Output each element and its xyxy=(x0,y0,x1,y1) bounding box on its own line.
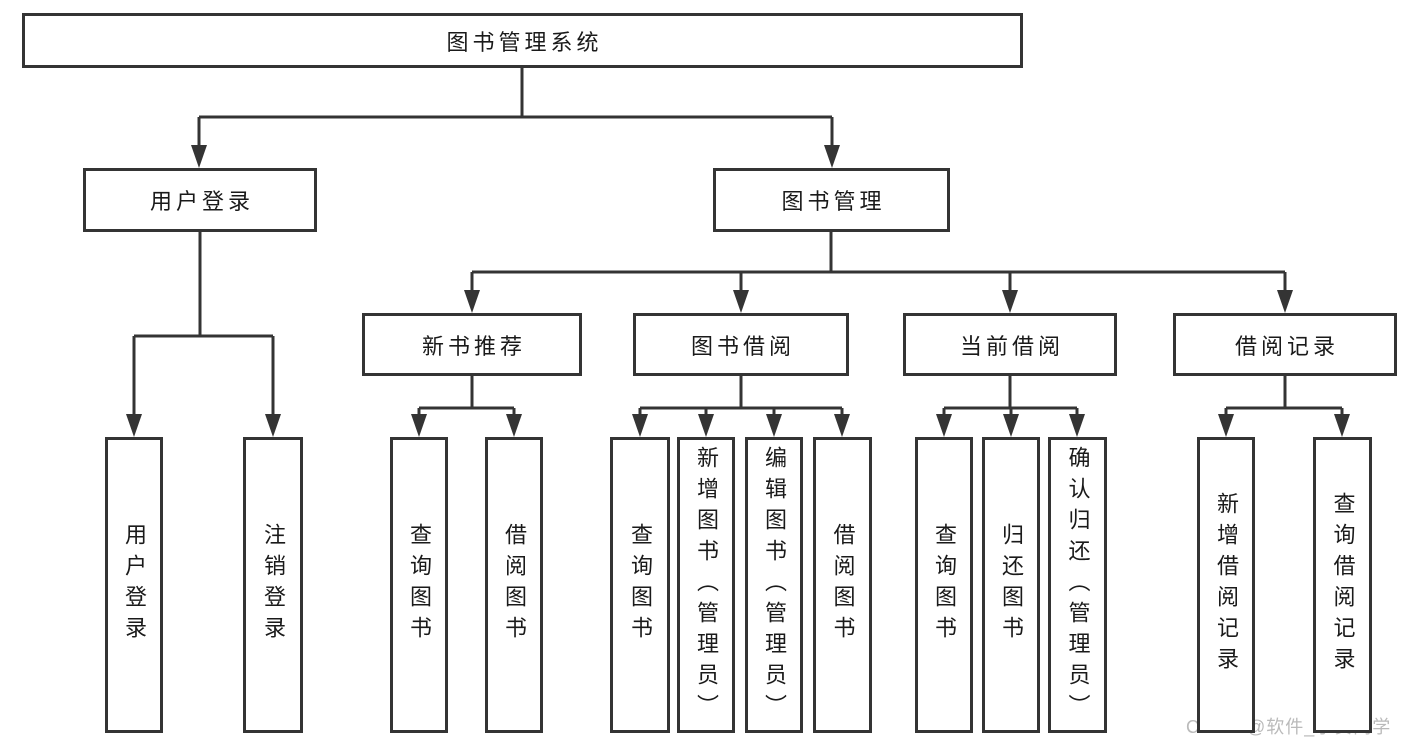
node-label: 图书管理系统 xyxy=(446,29,603,55)
node-label: 查询图书 xyxy=(628,523,653,647)
arrowhead-icon xyxy=(766,414,782,437)
arrowhead-icon xyxy=(1277,290,1293,313)
arrowhead-icon xyxy=(1334,414,1350,437)
node-leaf-user-login: 用户登录 xyxy=(105,437,163,733)
node-label: 新增图书（管理员） xyxy=(694,445,719,725)
arrowhead-icon xyxy=(1002,290,1018,313)
arrowhead-icon xyxy=(464,290,480,313)
node-label: 用户登录 xyxy=(149,189,254,214)
node-leaf-add-borrow-record: 新增借阅记录 xyxy=(1197,437,1255,733)
node-leaf-query-borrow-record: 查询借阅记录 xyxy=(1313,437,1372,733)
node-leaf-return-book: 归还图书 xyxy=(982,437,1040,733)
arrowhead-icon xyxy=(1218,414,1234,437)
node-book-borrow: 图书借阅 xyxy=(633,313,849,376)
node-label: 借阅图书 xyxy=(830,523,856,647)
node-leaf-borrow-book-2: 借阅图书 xyxy=(813,437,872,733)
arrowhead-icon xyxy=(733,290,749,313)
node-label: 确认归还（管理员） xyxy=(1065,445,1091,725)
node-leaf-query-book-3: 查询图书 xyxy=(915,437,973,733)
node-label: 查询图书 xyxy=(932,523,957,647)
node-label: 图书借阅 xyxy=(690,333,795,359)
node-book-mgmt: 图书管理 xyxy=(713,168,950,232)
node-label: 注销登录 xyxy=(261,523,286,647)
arrowhead-icon xyxy=(1069,414,1085,437)
arrowhead-icon xyxy=(824,145,840,168)
node-leaf-query-book-2: 查询图书 xyxy=(610,437,670,733)
node-leaf-borrow-book-1: 借阅图书 xyxy=(485,437,543,733)
node-current-borrow: 当前借阅 xyxy=(903,313,1117,376)
node-label: 借阅记录 xyxy=(1234,333,1339,359)
node-label: 当前借阅 xyxy=(959,333,1064,359)
node-leaf-edit-book: 编辑图书（管理员） xyxy=(745,437,803,733)
node-label: 查询图书 xyxy=(407,523,432,647)
arrowhead-icon xyxy=(698,414,714,437)
arrowhead-icon xyxy=(506,414,522,437)
node-borrow-records: 借阅记录 xyxy=(1173,313,1397,376)
node-label: 用户登录 xyxy=(122,523,147,647)
node-root: 图书管理系统 xyxy=(22,13,1023,68)
node-label: 归还图书 xyxy=(999,523,1024,647)
node-label: 编辑图书（管理员） xyxy=(762,445,787,725)
arrowhead-icon xyxy=(1003,414,1019,437)
node-label: 新书推荐 xyxy=(421,333,526,359)
node-label: 借阅图书 xyxy=(502,523,527,647)
node-leaf-confirm-return: 确认归还（管理员） xyxy=(1048,437,1107,733)
arrowhead-icon xyxy=(411,414,427,437)
arrowhead-icon xyxy=(936,414,952,437)
node-new-book-rec: 新书推荐 xyxy=(362,313,582,376)
node-leaf-logout: 注销登录 xyxy=(243,437,303,733)
arrowhead-icon xyxy=(191,145,207,168)
node-leaf-query-book-1: 查询图书 xyxy=(390,437,448,733)
node-leaf-add-book: 新增图书（管理员） xyxy=(677,437,735,733)
arrowhead-icon xyxy=(834,414,850,437)
arrowhead-icon xyxy=(265,414,281,437)
node-label: 查询借阅记录 xyxy=(1330,492,1356,678)
node-label: 新增借阅记录 xyxy=(1214,492,1239,678)
arrowhead-icon xyxy=(632,414,648,437)
arrowhead-icon xyxy=(126,414,142,437)
node-label: 图书管理 xyxy=(781,189,886,214)
node-user-login: 用户登录 xyxy=(83,168,317,232)
